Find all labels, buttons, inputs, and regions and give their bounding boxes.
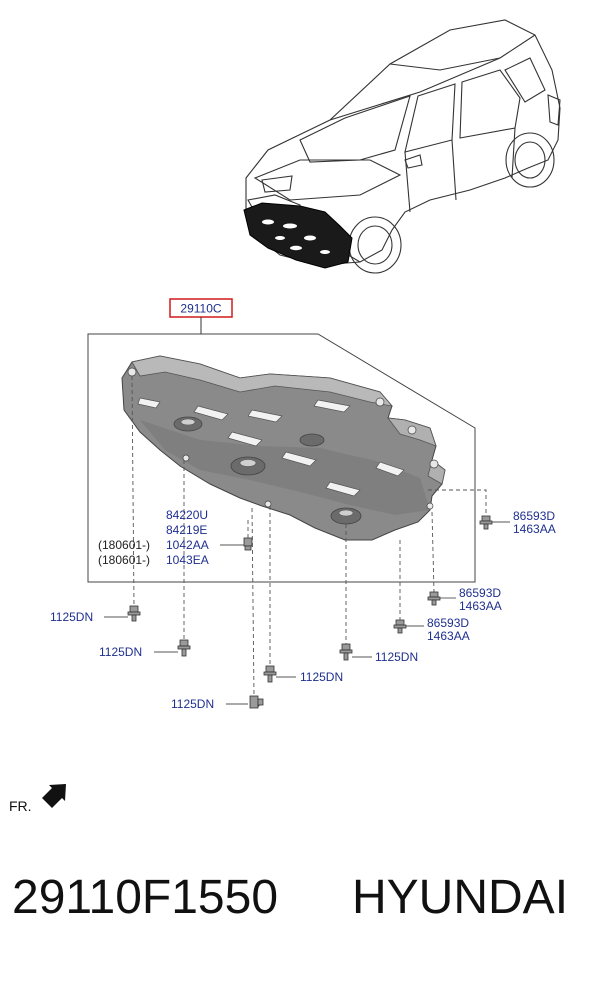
label-screw-1463aa-3[interactable]: 1463AA <box>427 629 470 643</box>
bolt-icon <box>177 639 191 657</box>
bolt-icon <box>127 605 141 622</box>
label-clip-84219e[interactable]: 84219E <box>166 523 207 537</box>
leader-lines <box>131 375 487 697</box>
callout-29110c[interactable]: 29110C <box>169 298 233 318</box>
label-bolt-1125dn-mid[interactable]: 1125DN <box>300 670 343 684</box>
screw-icon <box>427 591 441 606</box>
bolt-icon <box>339 643 353 661</box>
callout-label: 29110C <box>180 302 221 316</box>
label-clip-84220u[interactable]: 84220U <box>166 508 208 522</box>
fasteners <box>127 515 493 709</box>
label-screw-86593d-3[interactable]: 86593D <box>427 616 469 630</box>
label-clip-1042aa[interactable]: 1042AA <box>166 538 209 552</box>
clip-icon <box>243 537 253 551</box>
label-date-1043ea: (180601-) <box>98 553 150 567</box>
bolt-icon <box>249 695 264 709</box>
screw-icon <box>393 619 407 634</box>
label-screw-1463aa-2[interactable]: 1463AA <box>459 599 502 613</box>
part-frame <box>87 333 476 583</box>
front-direction-arrow-icon <box>42 784 66 808</box>
highlighted-under-cover <box>243 202 353 269</box>
label-bolt-1125dn-bottom[interactable]: 1125DN <box>171 697 214 711</box>
label-screw-86593d-2[interactable]: 86593D <box>459 586 501 600</box>
label-screw-86593d-1[interactable]: 86593D <box>513 509 555 523</box>
label-bolt-1125dn-left[interactable]: 1125DN <box>50 610 93 624</box>
bolt-icon <box>263 665 277 683</box>
label-bolt-1125dn-right[interactable]: 1125DN <box>375 650 418 664</box>
label-bolt-1125dn-left2[interactable]: 1125DN <box>99 645 142 659</box>
parts-diagram: 29110C <box>42 19 561 808</box>
footer: 29110F1550 HYUNDAI <box>0 870 600 950</box>
brand-name: HYUNDAI <box>352 871 569 924</box>
label-date-1042aa: (180601-) <box>98 538 150 552</box>
part-number: 29110F1550 <box>12 871 279 924</box>
front-direction-label: FR. <box>9 798 32 814</box>
label-screw-1463aa-1[interactable]: 1463AA <box>513 522 556 536</box>
under-cover-holes <box>262 219 330 254</box>
screw-icon <box>479 515 493 530</box>
label-clip-1043ea[interactable]: 1043EA <box>166 553 209 567</box>
under-cover-part[interactable] <box>121 355 446 541</box>
